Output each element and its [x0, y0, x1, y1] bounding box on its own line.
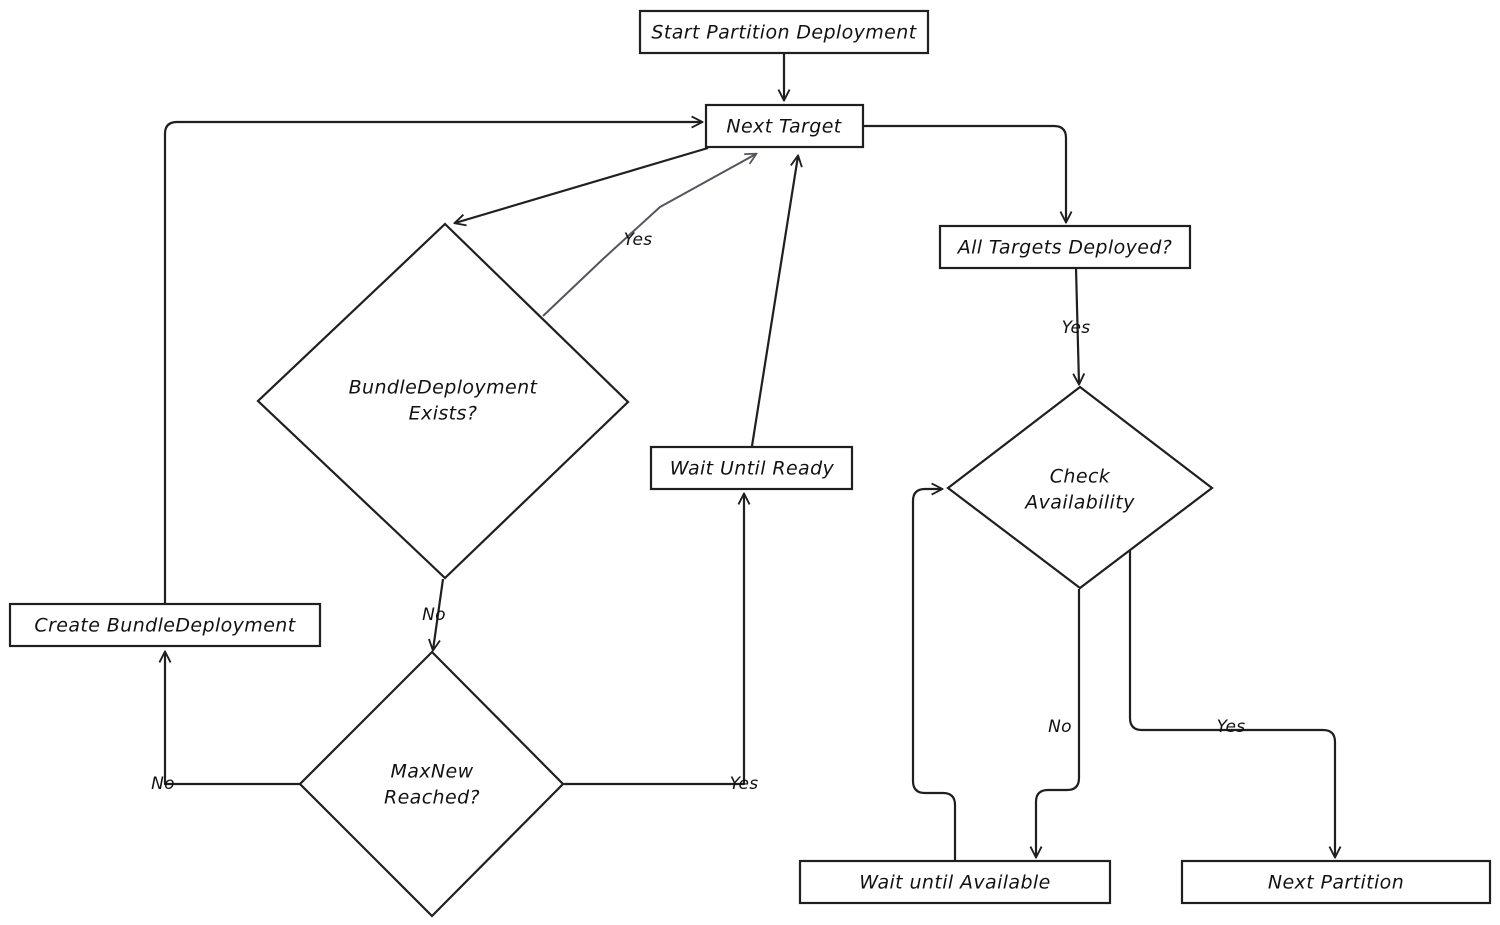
- edge-label-bundle-exists-no: No: [422, 605, 446, 625]
- node-shape-rect: [938, 224, 1192, 270]
- edge-check-avail-no-to-wait-available: [1036, 589, 1081, 857]
- node-next-target[interactable]: Next Target: [704, 103, 865, 149]
- edge-all-targets-yes-to-check-avail: [1076, 267, 1079, 384]
- edge-maxnew-yes-to-wait-ready: [564, 494, 744, 786]
- node-wait-until-available[interactable]: Wait until Available: [798, 859, 1112, 905]
- edge-maxnew-no-to-create-bundle: [165, 652, 300, 786]
- node-shape-diamond: [298, 650, 565, 918]
- node-label-check-availability-line2: Availability: [1023, 492, 1135, 514]
- edge-next-target-to-bundle-exists: [455, 146, 709, 223]
- node-label-maxnew-reached-line2: Reached?: [384, 787, 480, 809]
- node-label-next-target: Next Target: [726, 116, 842, 138]
- edge-bundle-exists-yes-to-next-target: [542, 154, 756, 317]
- node-shape-rect: [1180, 859, 1492, 905]
- node-bundledeployment-exists[interactable]: BundleDeployment Exists?: [256, 222, 630, 580]
- edge-bundle-exists-no-to-maxnew: [433, 578, 445, 650]
- node-maxnew-reached[interactable]: MaxNew Reached?: [298, 650, 565, 918]
- edge-label-check-avail-yes: Yes: [1217, 717, 1246, 737]
- edge-label-all-targets-yes: Yes: [1062, 318, 1091, 338]
- node-shape-rect: [8, 602, 322, 648]
- node-label-wait-until-ready: Wait Until Ready: [670, 458, 835, 480]
- edge-wait-ready-to-next-target: [750, 156, 798, 447]
- node-label-maxnew-reached-line1: MaxNew: [390, 761, 473, 783]
- edge-label-check-avail-no: No: [1048, 717, 1072, 737]
- node-shape-diamond: [946, 385, 1214, 590]
- node-label-start-partition-deployment: Start Partition Deployment: [651, 22, 917, 44]
- node-shape-rect: [704, 103, 865, 149]
- node-label-next-partition: Next Partition: [1268, 872, 1404, 894]
- edge-wait-available-to-check-avail: [911, 489, 957, 860]
- edge-label-bundle-exists-yes: Yes: [624, 230, 653, 250]
- node-label-create-bundledeployment: Create BundleDeployment: [34, 615, 296, 637]
- node-shape-rect: [798, 859, 1112, 905]
- node-label-bundledeployment-exists-line1: BundleDeployment: [349, 377, 539, 399]
- node-check-availability[interactable]: Check Availability: [946, 385, 1214, 590]
- node-shape-diamond: [256, 222, 630, 580]
- node-label-wait-until-available: Wait until Available: [859, 872, 1050, 894]
- node-start-partition-deployment[interactable]: Start Partition Deployment: [638, 9, 930, 55]
- edge-create-bundle-to-next-target: [163, 122, 702, 604]
- edge-label-maxnew-yes: Yes: [730, 774, 759, 794]
- node-wait-until-ready[interactable]: Wait Until Ready: [649, 445, 854, 491]
- node-label-all-targets-deployed: All Targets Deployed?: [956, 237, 1173, 259]
- node-next-partition[interactable]: Next Partition: [1180, 859, 1492, 905]
- node-label-check-availability-line1: Check: [1050, 466, 1111, 488]
- edge-next-target-to-all-targets: [864, 124, 1066, 222]
- edge-label-maxnew-no: No: [151, 774, 175, 794]
- node-all-targets-deployed[interactable]: All Targets Deployed?: [938, 224, 1192, 270]
- node-label-bundledeployment-exists-line2: Exists?: [409, 403, 478, 425]
- node-create-bundledeployment[interactable]: Create BundleDeployment: [8, 602, 322, 648]
- node-shape-rect: [638, 9, 930, 55]
- node-shape-rect: [649, 445, 854, 491]
- edge-check-avail-yes-to-next-partition: [1128, 541, 1335, 857]
